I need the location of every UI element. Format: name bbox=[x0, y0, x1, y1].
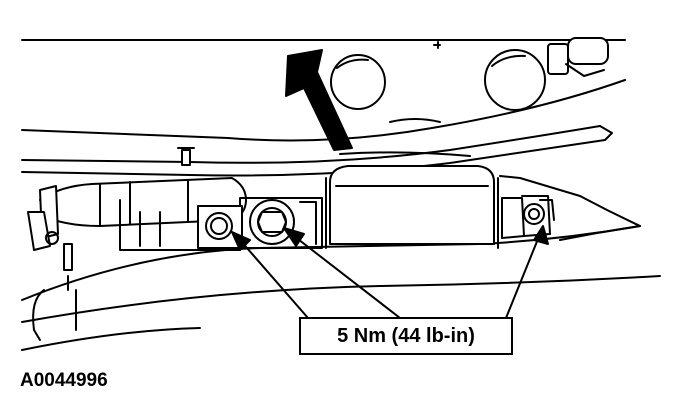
central-block bbox=[325, 151, 499, 249]
left-tube-assembly bbox=[27, 177, 247, 341]
leader-arrows bbox=[231, 225, 549, 319]
upper-body-panel bbox=[21, 39, 626, 142]
leader-arrow-left bbox=[239, 239, 309, 319]
right-clip-fastener bbox=[501, 195, 555, 239]
lower-body-panel bbox=[21, 175, 661, 351]
leader-arrow-right bbox=[505, 233, 541, 319]
upper-stud-bolt bbox=[547, 37, 609, 77]
torque-callout: 5 Nm (44 lb-in) bbox=[299, 317, 513, 355]
figure-id: A0044996 bbox=[20, 370, 108, 391]
indicator-arrow bbox=[285, 49, 353, 151]
leader-arrow-left-head bbox=[231, 231, 251, 251]
left-mounting-nut bbox=[197, 205, 243, 249]
leader-arrow-center bbox=[293, 235, 401, 319]
leader-arrow-right-head bbox=[533, 225, 549, 245]
leader-arrow-center-head bbox=[283, 227, 305, 247]
torque-callout-label: 5 Nm (44 lb-in) bbox=[337, 324, 475, 347]
center-mounting-bolt bbox=[249, 199, 295, 245]
